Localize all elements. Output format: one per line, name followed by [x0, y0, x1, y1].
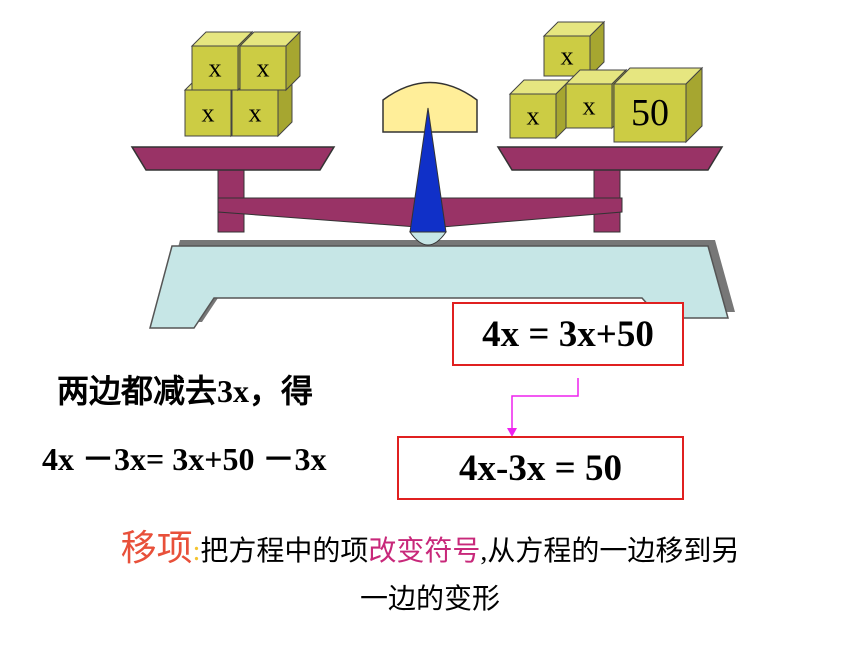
- arrow-head: [507, 428, 517, 437]
- definition-part1: 把方程中的项: [200, 536, 369, 567]
- right-cube-label: 50: [631, 92, 669, 134]
- transposition-definition: 移项:把方程中的项改变符号,从方程的一边移到另 一边的变形: [0, 526, 860, 626]
- left-post: [217, 159, 245, 233]
- scale-base: [149, 245, 729, 329]
- right-cube-label: x: [527, 101, 540, 130]
- scale-dial: [382, 81, 478, 133]
- original-equation: 4x = 3x+50: [482, 313, 654, 355]
- left-cube-label: x: [249, 98, 262, 127]
- left-cube-label: x: [209, 53, 222, 82]
- right-cube-label: x: [561, 41, 574, 70]
- original-equation-box: 4x = 3x+50: [452, 302, 684, 366]
- right-post: [593, 159, 621, 233]
- left-cube: x: [238, 30, 302, 92]
- step-expression: 4x －3x= 3x+50 －3x: [42, 441, 327, 477]
- right-cube: 50: [612, 66, 704, 144]
- result-equation: 4x-3x = 50: [459, 447, 622, 489]
- result-equation-box: 4x-3x = 50: [397, 436, 684, 500]
- right-pan: [496, 146, 724, 171]
- left-cube-label: x: [257, 53, 270, 82]
- arrow-connector: [511, 378, 579, 430]
- scale-pivot: [409, 231, 447, 246]
- definition-highlight: 改变符号: [368, 536, 481, 567]
- left-cube-label: x: [202, 98, 215, 127]
- step-label: 两边都减去3x，得: [57, 373, 314, 409]
- definition-term: 移项: [120, 528, 193, 568]
- definition-part2: ,从方程的一边移到另: [480, 536, 740, 567]
- left-pan: [130, 146, 336, 171]
- right-cube: x: [508, 78, 572, 140]
- definition-part3: 一边的变形: [359, 584, 500, 615]
- definition-colon: :: [192, 536, 201, 567]
- right-cube-label: x: [583, 91, 596, 120]
- right-cube: x: [542, 20, 606, 78]
